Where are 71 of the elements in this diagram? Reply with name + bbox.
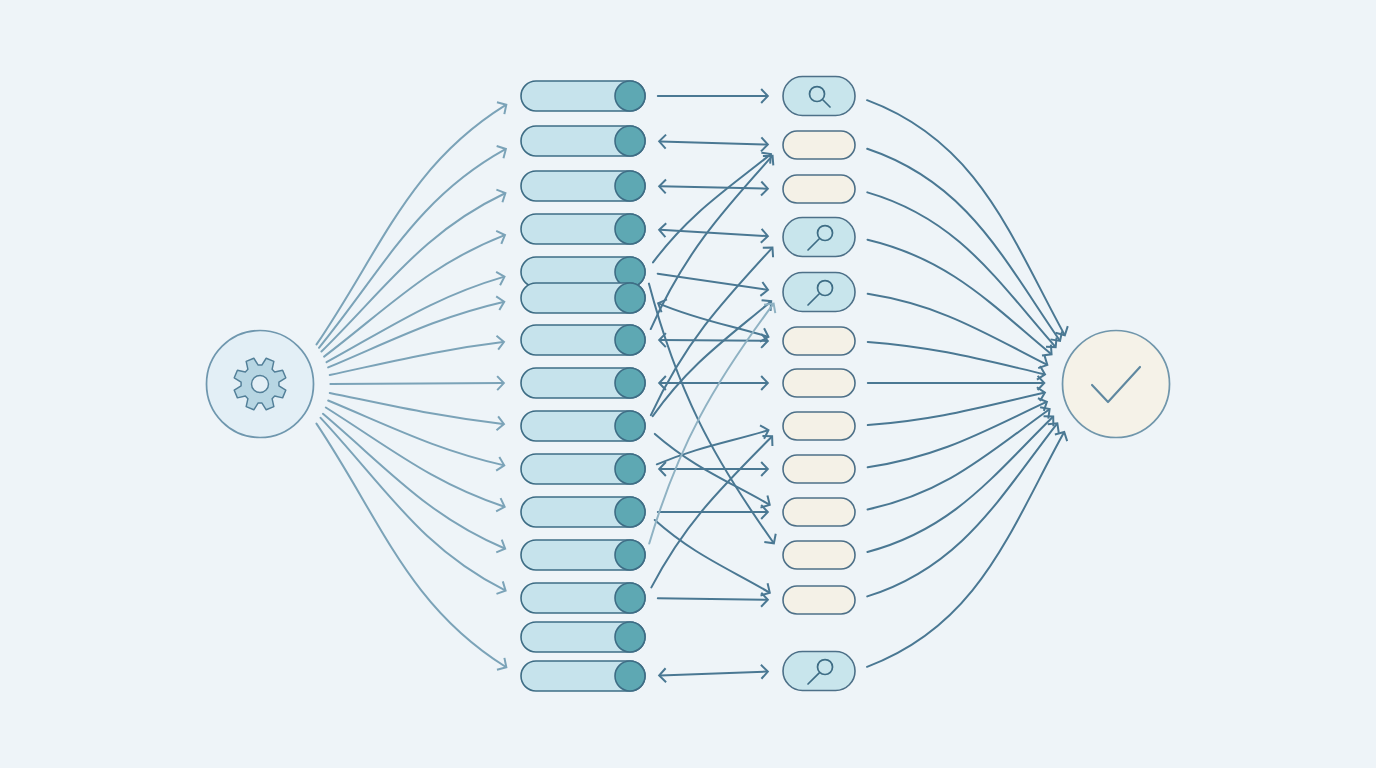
arrow <box>653 432 771 509</box>
arrow <box>866 99 1069 337</box>
pill-shape <box>782 497 856 527</box>
double-headed-arrow <box>657 222 770 244</box>
arrow <box>649 154 775 331</box>
cylinder-shape <box>520 453 646 485</box>
arrow <box>320 188 507 353</box>
arrow <box>327 399 506 472</box>
pill-shape <box>782 174 856 204</box>
arrow <box>866 238 1053 357</box>
arrow <box>315 101 508 346</box>
double-headed-arrow <box>657 178 770 197</box>
arrow <box>656 591 770 608</box>
cylinder-shape <box>520 621 646 653</box>
arrow <box>323 229 507 358</box>
cylinder-shape <box>520 410 646 442</box>
cylinder-shape <box>520 324 646 356</box>
arrow <box>866 397 1049 469</box>
double-headed-arrow <box>657 663 770 684</box>
arrow <box>866 147 1063 343</box>
pill-shape <box>782 585 856 615</box>
cylinder-shape <box>520 213 646 245</box>
cylinder-shape <box>520 582 646 614</box>
arrow <box>319 416 507 595</box>
arrow <box>866 406 1051 511</box>
arrow <box>328 334 506 376</box>
cylinder-shape <box>520 282 646 314</box>
arrow <box>866 340 1047 381</box>
pill-shape <box>782 411 856 441</box>
arrow <box>321 412 507 554</box>
arrow <box>650 435 774 589</box>
double-headed-arrow <box>656 298 770 343</box>
arrow <box>866 191 1058 349</box>
arrow <box>656 88 770 104</box>
arrow <box>652 151 773 264</box>
arrow <box>656 504 770 520</box>
arrow <box>649 246 775 417</box>
cylinder-shape <box>520 660 646 692</box>
cylinder-shape <box>520 367 646 399</box>
arrow <box>866 374 1046 391</box>
pill-shape <box>782 130 856 160</box>
arrow <box>327 295 506 369</box>
cylinder-shape <box>520 80 646 112</box>
double-headed-arrow <box>657 461 770 477</box>
arrow <box>866 386 1047 427</box>
arrow <box>315 422 508 671</box>
arrow <box>655 424 770 466</box>
pill-shape <box>782 454 856 484</box>
arrow <box>325 270 506 364</box>
cylinder-shape <box>520 125 646 157</box>
double-headed-arrow <box>657 133 770 153</box>
pill-shape <box>782 326 856 356</box>
arrow <box>656 272 770 297</box>
double-headed-arrow <box>657 375 770 391</box>
circle-node <box>1061 329 1171 439</box>
arrow <box>866 422 1060 598</box>
cylinder-shape <box>520 539 646 571</box>
pill-shape <box>782 368 856 398</box>
double-headed-arrow <box>657 332 770 349</box>
arrow <box>866 430 1069 668</box>
arrow <box>324 406 506 513</box>
arrow <box>329 375 506 392</box>
pill-shape <box>782 540 856 570</box>
cylinder-shape <box>520 170 646 202</box>
arrow <box>866 292 1049 370</box>
arrow <box>651 299 773 418</box>
arrow <box>328 391 506 432</box>
arrow <box>866 415 1055 553</box>
cylinder-shape <box>520 496 646 528</box>
arrow <box>318 145 508 349</box>
arrow <box>653 519 771 597</box>
